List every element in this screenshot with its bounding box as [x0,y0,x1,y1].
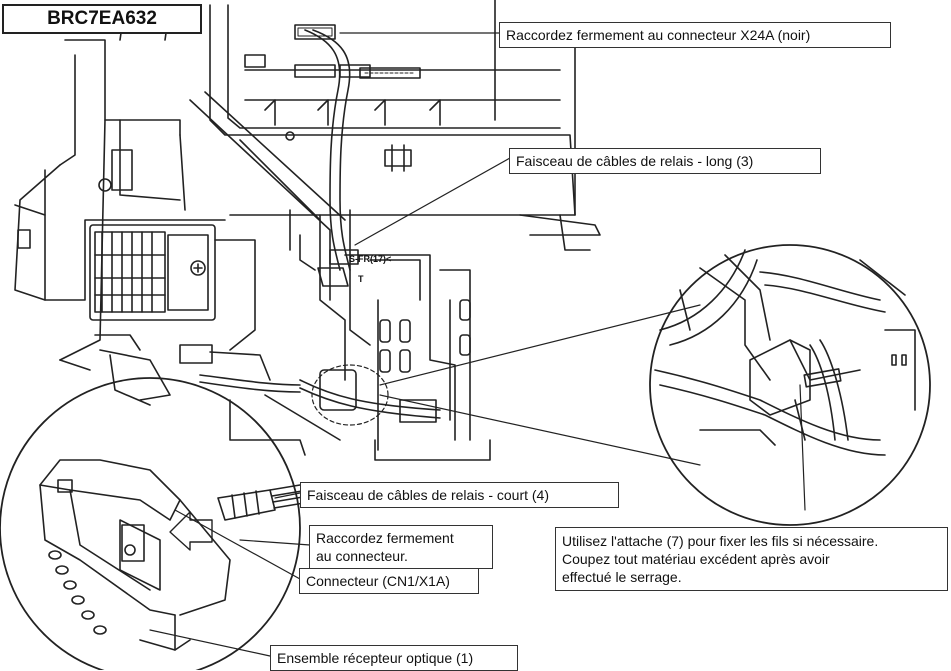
callout-relay-harness-short: Faisceau de câbles de relais - court (4) [300,482,619,508]
terminal-block [14,4,271,406]
callout-connect-firmly-line-1: Raccordez fermement [316,530,454,546]
leader-lines [149,32,806,657]
wire-tie-note-line-1: Utilisez l'attache (7) pour fixer les fi… [562,533,879,549]
callout-connect-firmly: Raccordez fermement au connecteur. [309,525,493,569]
callout-wire-tie-note: Utilisez l'attache (7) pour fixer les fi… [555,527,948,591]
callout-x24a-connector: Raccordez fermement au connecteur X24A (… [499,22,891,48]
callout-relay-harness-long: Faisceau de câbles de relais - long (3) [509,148,821,174]
model-label: BRC7EA632 [2,4,202,34]
wire-tie-detail [649,244,931,526]
callout-connector: Connecteur (CN1/X1A) [299,568,479,594]
wire-tie-note-line-2: Coupez tout matériau excédent après avoi… [562,551,830,567]
callout-connect-firmly-line-2: au connecteur. [316,548,408,564]
optical-receiver-detail [0,377,305,670]
callout-optical-receiver: Ensemble récepteur optique (1) [270,645,518,671]
unit-marking: S-FR(17)< T [349,254,394,284]
wire-tie-note-line-3: effectué le serrage. [562,569,682,585]
indoor-unit-body [189,0,601,461]
